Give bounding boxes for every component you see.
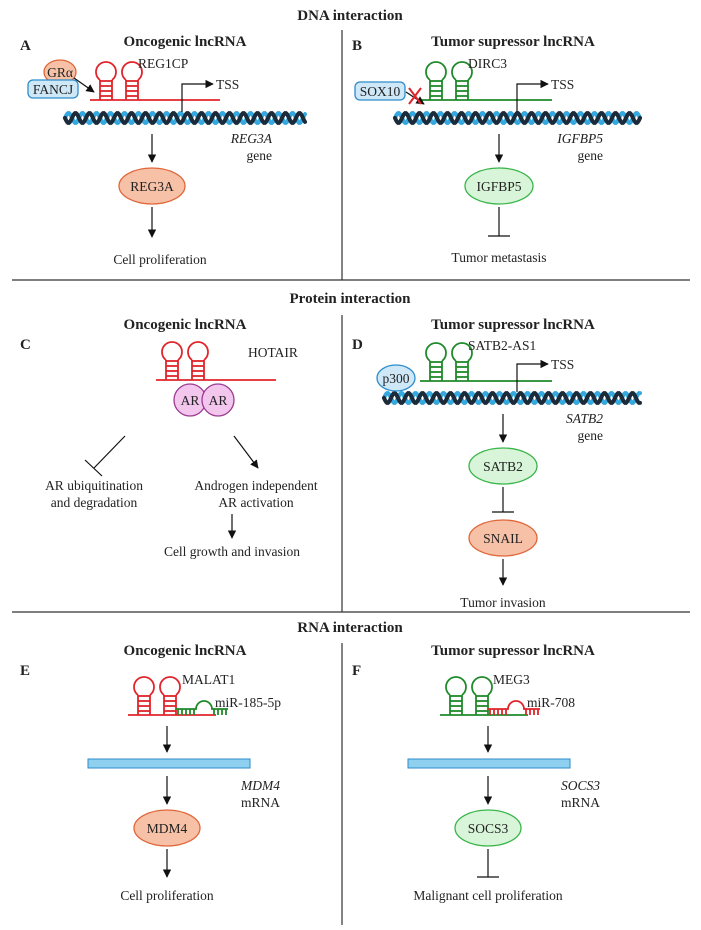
lncrna-d-label: SATB2-AS1 bbox=[468, 338, 536, 353]
ar-label-1: AR bbox=[181, 393, 200, 408]
gene-d-word: gene bbox=[578, 428, 603, 443]
lncrna-c-structure bbox=[156, 341, 276, 381]
lncrna-a-label: REG1CP bbox=[138, 56, 188, 71]
tss-arrow-b bbox=[516, 79, 549, 112]
fancj-box bbox=[27, 79, 79, 99]
satb2-protein bbox=[468, 447, 538, 485]
lncrna-a-structure bbox=[90, 61, 220, 101]
mirna-e-label: miR-185-5p bbox=[215, 695, 281, 710]
tss-label-a: TSS bbox=[216, 77, 239, 92]
section-title-dna: DNA interaction bbox=[297, 8, 403, 24]
lncrna-e-label: MALAT1 bbox=[182, 672, 235, 687]
panel-letter-d: D bbox=[352, 337, 363, 353]
sox10-box bbox=[354, 81, 406, 101]
tss-label-b: TSS bbox=[551, 77, 574, 92]
panel-e-heading: Oncogenic lncRNA bbox=[124, 643, 247, 659]
panel-f: F Tumor supressor lncRNA MEG3 miR-708 SO… bbox=[352, 643, 600, 903]
left-outcome-line1: AR ubiquitination bbox=[45, 478, 143, 493]
outcome-b: Tumor metastasis bbox=[451, 250, 546, 265]
panel-a-heading: Oncogenic lncRNA bbox=[124, 34, 247, 50]
inhibit-f bbox=[477, 849, 499, 878]
gene-b-name: IGFBP5 bbox=[556, 131, 603, 146]
lncrna-f-label: MEG3 bbox=[493, 672, 530, 687]
igfbp5-label: IGFBP5 bbox=[476, 179, 521, 194]
satb2-label: SATB2 bbox=[483, 459, 523, 474]
mdm4-label: MDM4 bbox=[147, 821, 188, 836]
tss-arrow-a bbox=[181, 79, 214, 112]
dna-helix-b bbox=[393, 111, 642, 125]
socs3-label: SOCS3 bbox=[468, 821, 509, 836]
sox10-label: SOX10 bbox=[360, 84, 401, 99]
dna-helix-d bbox=[382, 391, 642, 405]
snail-label: SNAIL bbox=[483, 531, 523, 546]
gra-arrow bbox=[73, 77, 95, 93]
mirna-f-structure bbox=[488, 700, 540, 715]
lncrna-e-structure bbox=[128, 676, 216, 716]
tss-arrow-d bbox=[516, 359, 549, 392]
outcome-a: Cell proliferation bbox=[113, 252, 207, 267]
lncrna-d-structure bbox=[420, 342, 552, 382]
lncrna-b-label: DIRC3 bbox=[468, 56, 507, 71]
panel-letter-e: E bbox=[20, 663, 30, 679]
socs3-protein bbox=[454, 809, 522, 847]
lncrna-b-structure bbox=[420, 61, 552, 101]
p300-protein bbox=[376, 364, 416, 392]
gra-label: GRα bbox=[47, 65, 73, 80]
panel-letter-b: B bbox=[352, 38, 362, 54]
gene-a-word: gene bbox=[247, 148, 272, 163]
lncrna-f-structure bbox=[440, 676, 528, 716]
lncrna-c-label: HOTAIR bbox=[248, 345, 298, 360]
panel-f-heading: Tumor supressor lncRNA bbox=[431, 643, 595, 659]
right-outcome-line2: AR activation bbox=[218, 495, 294, 510]
mrna-f-bar bbox=[407, 758, 571, 769]
outcome-e: Cell proliferation bbox=[120, 888, 214, 903]
panel-b-heading: Tumor supressor lncRNA bbox=[431, 34, 595, 50]
gene-b-word: gene bbox=[578, 148, 603, 163]
mirna-e-structure bbox=[176, 700, 228, 715]
tss-label-d: TSS bbox=[551, 357, 574, 372]
left-outcome-line2: and degradation bbox=[51, 495, 138, 510]
mrna-e-bar bbox=[87, 758, 251, 769]
panel-letter-c: C bbox=[20, 337, 31, 353]
panel-c: C Oncogenic lncRNA HOTAIR AR AR AR ubiqu… bbox=[20, 317, 318, 559]
right-outcome-line1: Androgen independent bbox=[194, 478, 318, 493]
reg3a-label: REG3A bbox=[130, 179, 174, 194]
outcome-f: Malignant cell proliferation bbox=[413, 888, 562, 903]
blocked-x-icon bbox=[408, 87, 422, 105]
fancj-label: FANCJ bbox=[33, 82, 73, 97]
mrna-e-gene: MDM4 bbox=[240, 778, 280, 793]
ar-label-2: AR bbox=[209, 393, 228, 408]
inhibit-c bbox=[84, 435, 126, 477]
arrow-c-right bbox=[233, 435, 259, 469]
snail-protein bbox=[468, 519, 538, 557]
mrna-f-gene: SOCS3 bbox=[561, 778, 600, 793]
section-title-rna: RNA interaction bbox=[297, 620, 403, 636]
inhibit-b bbox=[488, 207, 510, 237]
panel-c-heading: Oncogenic lncRNA bbox=[124, 317, 247, 333]
panel-a: A Oncogenic lncRNA REG1CP GRα FANCJ TSS … bbox=[20, 34, 307, 267]
reg3a-protein bbox=[118, 167, 186, 205]
panel-b: B Tumor supressor lncRNA DIRC3 SOX10 TSS… bbox=[352, 34, 642, 265]
gene-a-name: REG3A bbox=[230, 131, 273, 146]
p300-label: p300 bbox=[383, 371, 410, 386]
mirna-f-label: miR-708 bbox=[527, 695, 575, 710]
sox10-arrow bbox=[405, 91, 425, 105]
igfbp5-protein bbox=[464, 167, 534, 205]
mdm4-protein bbox=[133, 809, 201, 847]
dna-helix-a bbox=[63, 111, 307, 125]
panel-e: E Oncogenic lncRNA MALAT1 miR-185-5p MDM… bbox=[20, 643, 281, 903]
outcome-d: Tumor invasion bbox=[460, 595, 546, 610]
gene-d-name: SATB2 bbox=[566, 411, 603, 426]
ar-protein-2 bbox=[201, 383, 235, 417]
section-title-protein: Protein interaction bbox=[290, 291, 412, 307]
panel-d-heading: Tumor supressor lncRNA bbox=[431, 317, 595, 333]
panel-d: D Tumor supressor lncRNA SATB2-AS1 p300 … bbox=[352, 317, 642, 610]
mrna-f-word: mRNA bbox=[561, 795, 600, 810]
panel-letter-f: F bbox=[352, 663, 361, 679]
inhibit-d bbox=[492, 487, 514, 513]
outcome-c: Cell growth and invasion bbox=[164, 544, 300, 559]
mrna-e-word: mRNA bbox=[241, 795, 280, 810]
panel-letter-a: A bbox=[20, 38, 31, 54]
